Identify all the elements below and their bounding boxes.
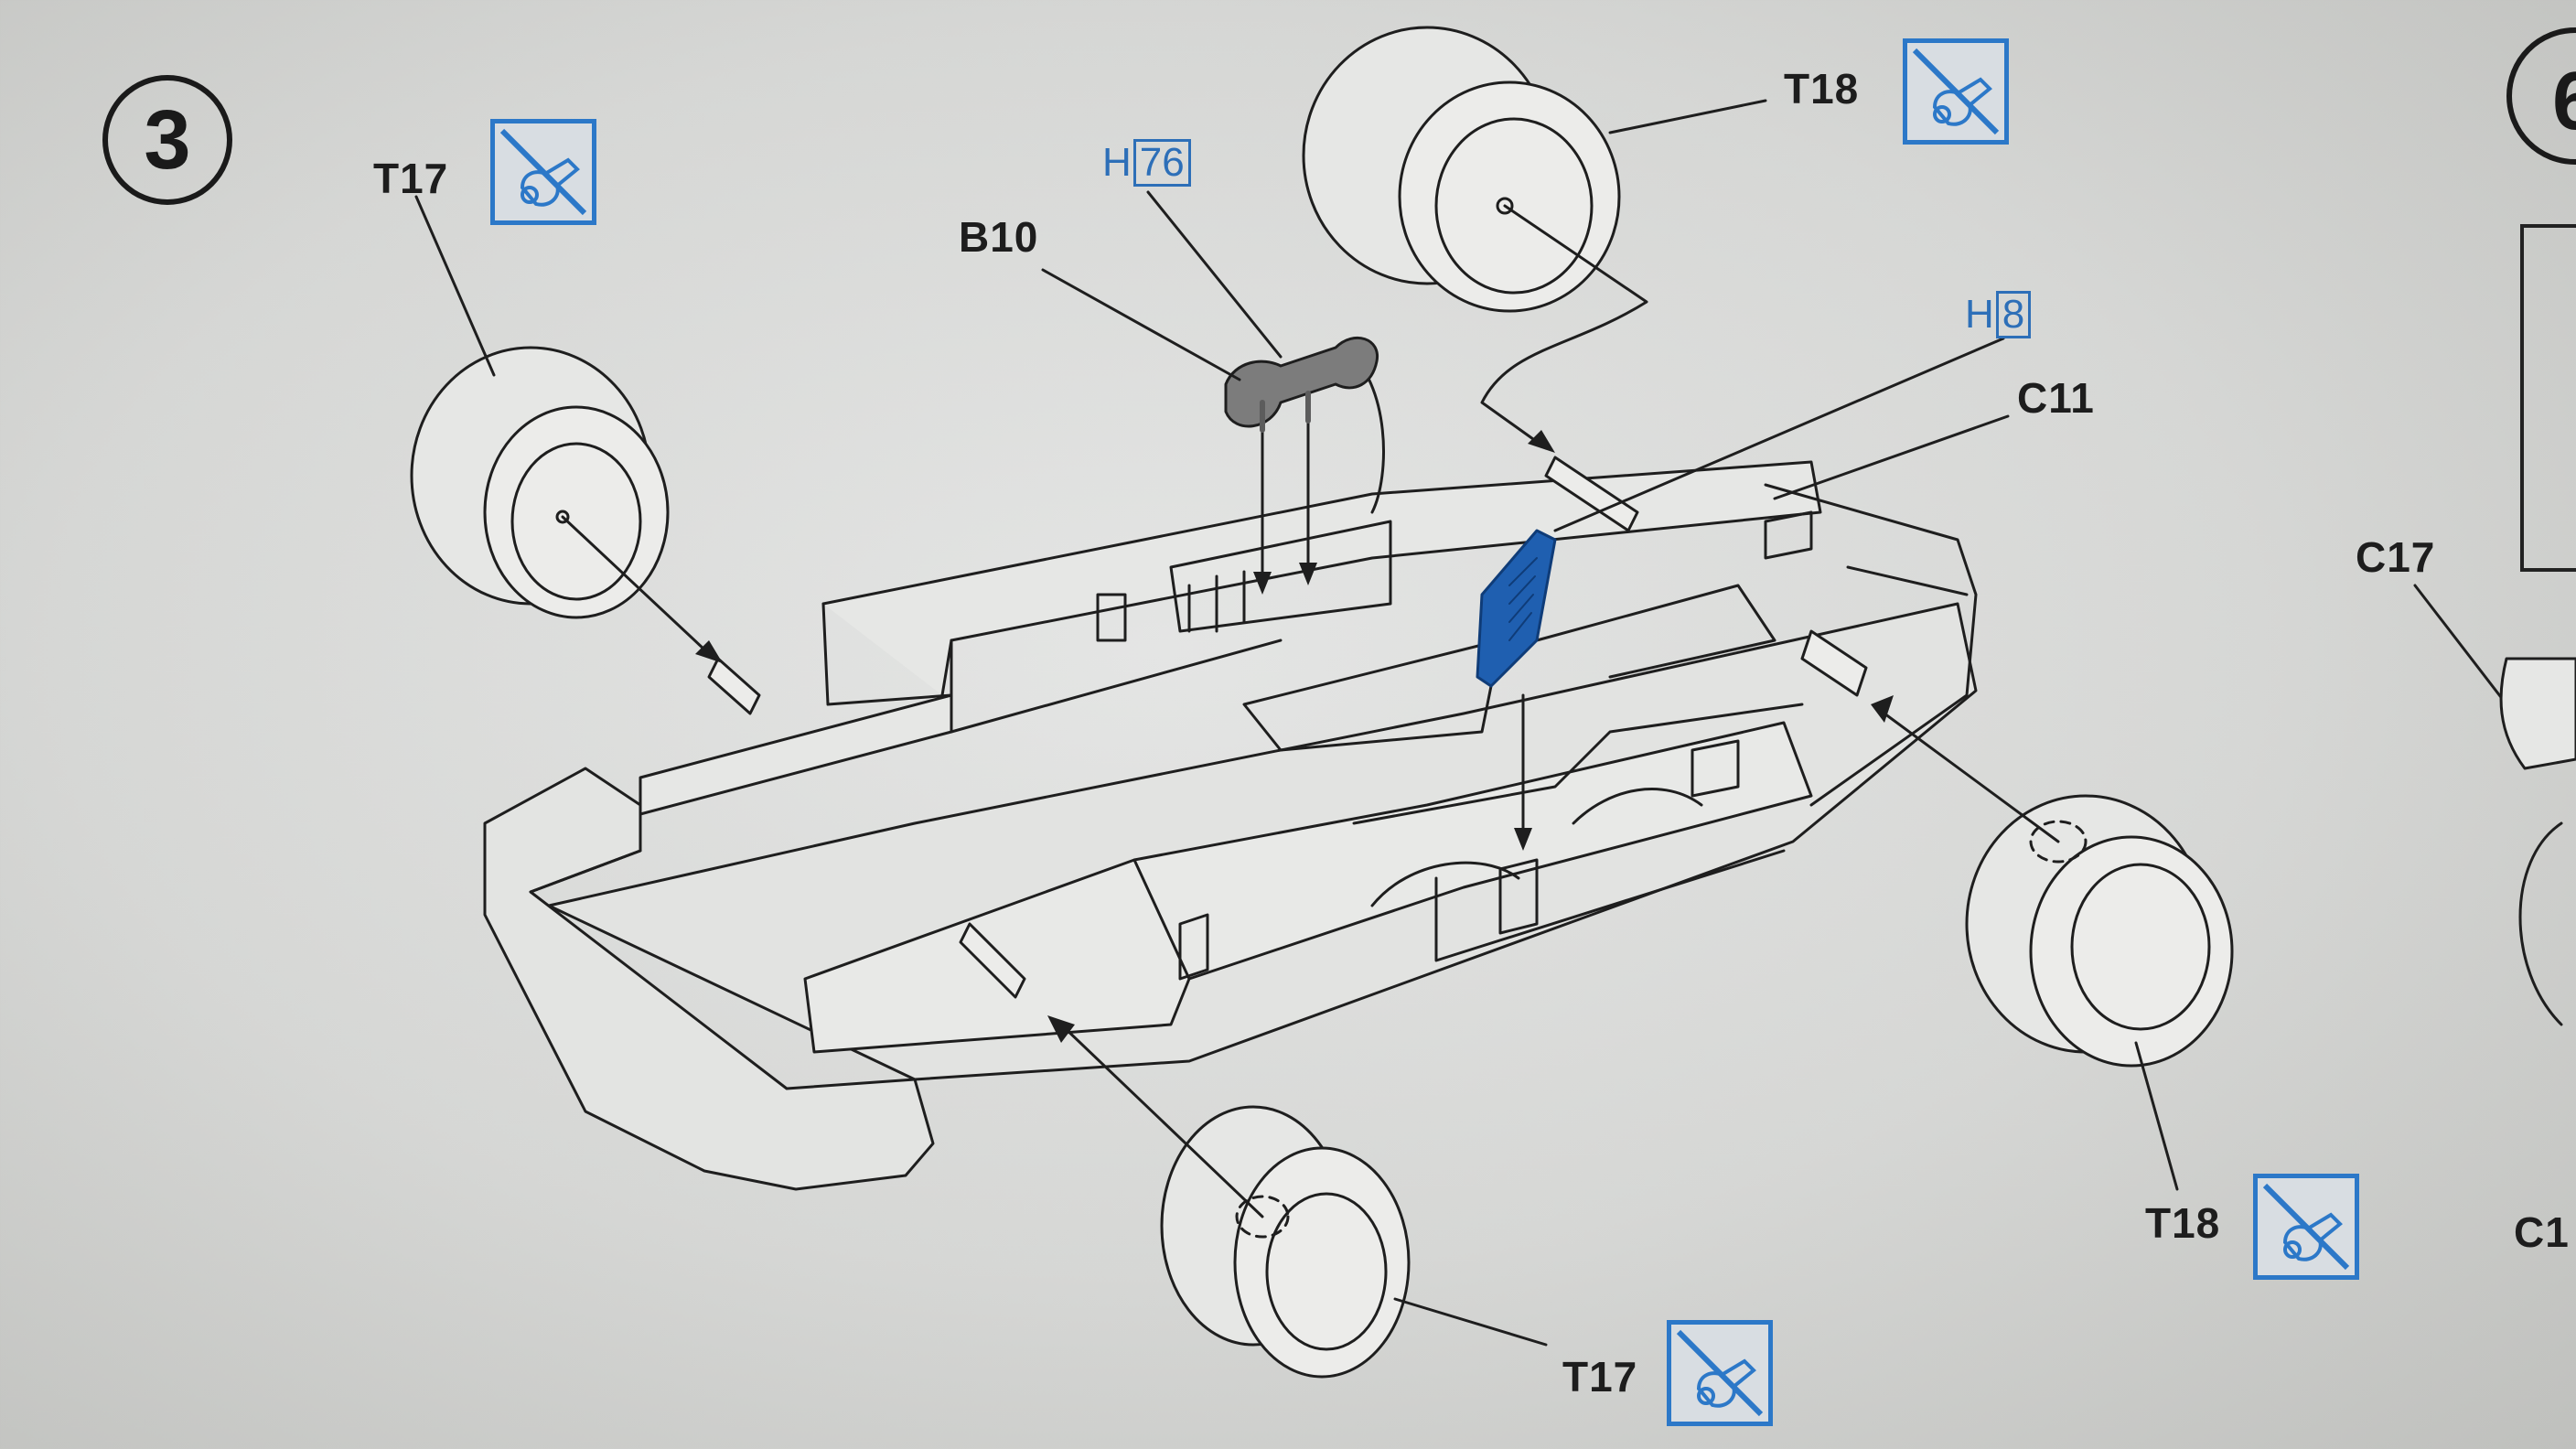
wheel-t18-top: [1302, 26, 1621, 313]
part-c17: [2499, 657, 2576, 770]
label-c11: C11: [2017, 374, 2095, 422]
next-step-number: 6: [2552, 56, 2576, 147]
part-b10: [1224, 336, 1379, 433]
label-t17-bottom: T17: [1562, 1353, 1638, 1401]
arrowheads: [695, 430, 1894, 1043]
label-h8-prefix: H: [1965, 292, 1994, 337]
label-t18-top: T18: [1784, 65, 1860, 113]
label-c17: C17: [2356, 533, 2436, 581]
chassis-right-wall: [803, 721, 1813, 1054]
axle-pin-front-left: [707, 657, 761, 715]
label-h8-number: 8: [1995, 291, 2032, 338]
axle-pin-front-right: [959, 922, 1026, 999]
axle-pin-rear-right: [1800, 629, 1868, 697]
chassis-part-c11: [483, 460, 1978, 1191]
no-glue-icon: [1667, 1320, 1773, 1426]
label-h76-prefix: H: [1102, 140, 1132, 185]
no-glue-icon: [490, 119, 596, 225]
label-t17-top: T17: [373, 155, 449, 202]
axle-pin-rear-top: [1544, 456, 1639, 532]
wheel-t18-right: [1965, 794, 2234, 1068]
no-glue-icon: [2253, 1174, 2359, 1280]
label-t18-right: T18: [2145, 1199, 2221, 1247]
next-step-frame: [2520, 224, 2576, 572]
part-partial-lower: [2518, 821, 2563, 1026]
part-h8-blue: [1476, 529, 1557, 688]
chassis-left-wall: [639, 693, 953, 816]
wheel-t17-bottom: [1160, 1105, 1411, 1379]
wheel-t17-top: [410, 346, 670, 619]
label-b10: B10: [959, 213, 1039, 261]
no-glue-icon: [1903, 38, 2009, 145]
label-h76-number: 76: [1132, 139, 1191, 187]
label-c-partial: C1: [2514, 1208, 2570, 1256]
step-number: 3: [102, 75, 232, 205]
